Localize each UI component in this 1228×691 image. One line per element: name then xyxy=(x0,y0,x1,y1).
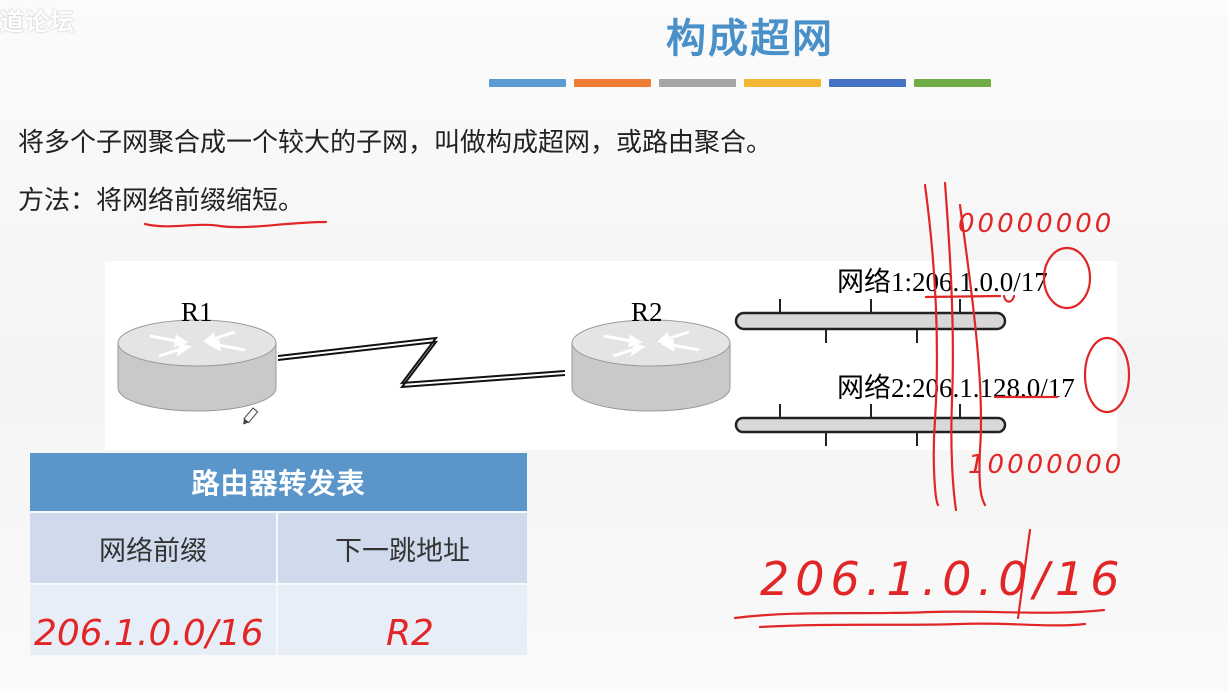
method-line: 方法：将网络前缀缩短。 xyxy=(18,180,304,217)
definition-text: 将多个子网聚合成一个较大的子网，叫做构成超网，或路由聚合。 xyxy=(18,128,773,158)
method-text: 将网络前缀缩短。 xyxy=(96,186,305,216)
network-diagram: R1 R2 网络1:206.1.0.0/17 网络2:206.1.128.0/1… xyxy=(105,261,1117,450)
network-diagram-svg: R1 R2 网络1:206.1.0.0/17 网络2:206.1.128.0/1… xyxy=(117,267,1075,446)
network1-bus xyxy=(734,299,1007,343)
title-divider xyxy=(489,79,991,87)
column-header-prefix: 网络前缀 xyxy=(30,513,278,583)
routing-table-header-row: 网络前缀 下一跳地址 xyxy=(30,511,527,583)
ink-underline-method xyxy=(143,220,328,229)
router-r1-label: R1 xyxy=(181,297,213,327)
next-hop-cell xyxy=(278,585,527,655)
divider-segment xyxy=(829,79,906,87)
ink-underline-aggregate xyxy=(733,608,1106,620)
network2-label: 网络2:206.1.128.0/17 xyxy=(837,373,1075,403)
divider-segment xyxy=(489,79,566,87)
slide-title: 构成超网 xyxy=(666,16,834,62)
table-row xyxy=(30,583,527,655)
routing-table: 路由器转发表 网络前缀 下一跳地址 xyxy=(30,453,527,655)
routing-table-title: 路由器转发表 xyxy=(30,453,527,511)
ink-bits-top: 00000000 xyxy=(958,209,1114,239)
divider-segment xyxy=(659,79,736,87)
network2-bus xyxy=(734,404,1007,446)
method-prefix: 方法： xyxy=(18,186,97,216)
divider-segment xyxy=(914,79,991,87)
divider-segment xyxy=(574,79,651,87)
router-r2-icon xyxy=(571,319,731,412)
ink-bits-bottom: 10000000 xyxy=(968,450,1124,480)
prefix-cell xyxy=(30,585,278,655)
serial-link xyxy=(277,336,566,385)
router-r1-icon xyxy=(117,319,277,412)
router-r2-label: R2 xyxy=(631,297,663,327)
divider-segment xyxy=(744,79,821,87)
ink-aggregate-text: 206.1.0.0/16 xyxy=(760,552,1126,606)
network1-label: 网络1:206.1.0.0/17 xyxy=(837,267,1048,297)
ink-aggregate-slash xyxy=(1016,528,1032,620)
column-header-next-hop: 下一跳地址 xyxy=(278,513,527,583)
watermark-text: 道论坛 xyxy=(0,8,75,36)
